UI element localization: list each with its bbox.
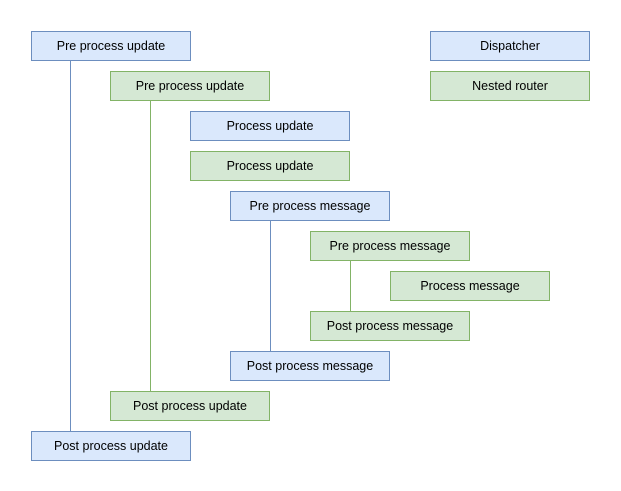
node-dispatcher-post-process-update: Post process update: [31, 431, 191, 461]
node-dispatcher-process-update: Process update: [190, 111, 350, 141]
node-router-process-update: Process update: [190, 151, 350, 181]
connector-router-update-line: [150, 101, 151, 391]
legend-nested-router: Nested router: [430, 71, 590, 101]
node-dispatcher-pre-process-message: Pre process message: [230, 191, 390, 221]
connector-dispatcher-message-line: [270, 221, 271, 351]
connector-dispatcher-update-line: [70, 61, 71, 431]
connector-router-message-line: [350, 261, 351, 311]
node-dispatcher-post-process-message: Post process message: [230, 351, 390, 381]
legend-dispatcher: Dispatcher: [430, 31, 590, 61]
node-router-pre-process-message: Pre process message: [310, 231, 470, 261]
node-router-post-process-message: Post process message: [310, 311, 470, 341]
node-router-post-process-update: Post process update: [110, 391, 270, 421]
node-dispatcher-pre-process-update: Pre process update: [31, 31, 191, 61]
node-router-pre-process-update: Pre process update: [110, 71, 270, 101]
node-router-process-message: Process message: [390, 271, 550, 301]
